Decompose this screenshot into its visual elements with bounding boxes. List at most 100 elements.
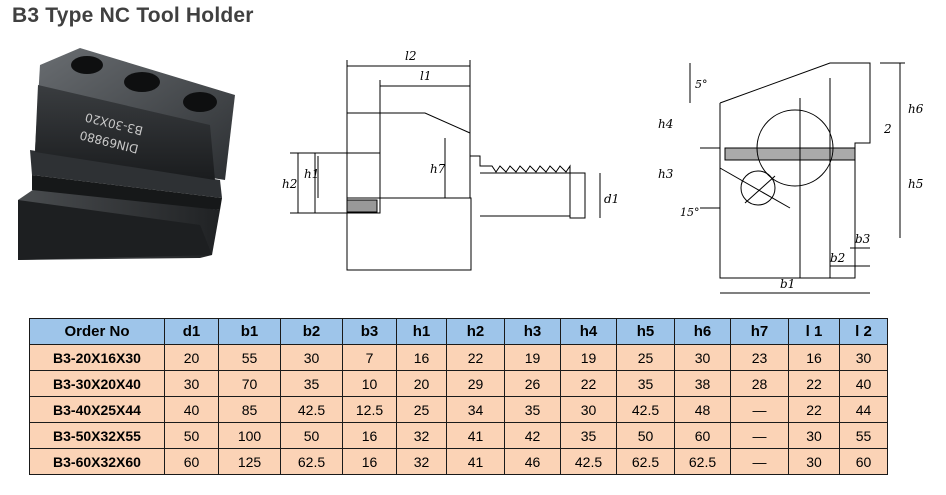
order-number-cell: B3-40X25X44 — [29, 396, 165, 423]
label-l2: l2 — [405, 49, 416, 63]
table-cell: 30 — [674, 344, 731, 371]
table-cell: 100 — [218, 422, 281, 449]
col-header: h6 — [674, 318, 731, 345]
table-cell: 40 — [164, 396, 219, 423]
label-angle-15: 15° — [680, 206, 700, 219]
table-cell: 25 — [396, 396, 447, 423]
col-header: d1 — [164, 318, 219, 345]
table-cell: 32 — [396, 422, 447, 449]
table-cell: 70 — [218, 370, 281, 397]
label-b3: b3 — [855, 232, 871, 246]
col-header: h1 — [396, 318, 447, 345]
table-cell: 46 — [504, 448, 561, 475]
table-cell: 30 — [280, 344, 343, 371]
table-cell: 50 — [280, 422, 343, 449]
tool-holder-photo: B3-30X20 DIN69880 — [18, 48, 235, 260]
label-angle-5: 5° — [695, 78, 708, 91]
label-h5: h5 — [908, 177, 923, 191]
table-cell: 19 — [504, 344, 561, 371]
table-cell: 42.5 — [616, 396, 675, 423]
label-h1: h1 — [304, 167, 319, 181]
page-title: B3 Type NC Tool Holder — [12, 4, 254, 27]
side-view-drawing: l2 l1 h2 h1 h7 d1 — [282, 49, 619, 271]
table-cell: 19 — [560, 344, 617, 371]
table-cell: 42.5 — [280, 396, 343, 423]
table-cell: 85 — [218, 396, 281, 423]
label-h7: h7 — [430, 162, 446, 176]
col-header: b1 — [218, 318, 281, 345]
table-cell: 20 — [164, 344, 219, 371]
table-cell: 30 — [839, 344, 888, 371]
label-l1: l1 — [420, 69, 431, 83]
table-cell: 35 — [560, 422, 617, 449]
table-cell: 28 — [730, 370, 789, 397]
table-cell: 30 — [164, 370, 219, 397]
order-number-cell: B3-60X32X60 — [29, 448, 165, 475]
table-cell: 16 — [342, 448, 397, 475]
table-cell: 42 — [504, 422, 561, 449]
table-cell: 25 — [616, 344, 675, 371]
col-header: b2 — [280, 318, 343, 345]
table-cell: 40 — [839, 370, 888, 397]
table-cell: 22 — [560, 370, 617, 397]
order-number-cell: B3-50X32X55 — [29, 422, 165, 449]
table-cell: 12.5 — [342, 396, 397, 423]
table-cell: 50 — [164, 422, 219, 449]
table-cell: 29 — [446, 370, 505, 397]
table-cell: 125 — [218, 448, 281, 475]
col-header: Order No — [29, 318, 165, 345]
table-cell: 48 — [674, 396, 731, 423]
table-cell: 20 — [396, 370, 447, 397]
label-b2: b2 — [830, 251, 845, 265]
table-cell: 16 — [788, 344, 840, 371]
table-cell: 42.5 — [560, 448, 617, 475]
table-cell: 34 — [446, 396, 505, 423]
table-cell: 7 — [342, 344, 397, 371]
table-cell: 55 — [218, 344, 281, 371]
col-header: h5 — [616, 318, 675, 345]
col-header: b3 — [342, 318, 397, 345]
table-cell: 35 — [280, 370, 343, 397]
table-cell: 22 — [446, 344, 505, 371]
table-cell: 60 — [839, 448, 888, 475]
label-h4: h4 — [658, 117, 673, 131]
table-cell: 26 — [504, 370, 561, 397]
label-b1: b1 — [780, 277, 795, 291]
col-header: h7 — [730, 318, 789, 345]
label-h2: h2 — [282, 177, 297, 191]
table-cell: 62.5 — [616, 448, 675, 475]
spec-table: Order No d1 b1 b2 b3 h1 h2 h3 h4 h5 h6 h… — [29, 318, 888, 475]
table-cell: 16 — [342, 422, 397, 449]
table-cell: 22 — [788, 370, 840, 397]
col-header: h3 — [504, 318, 561, 345]
table-cell: — — [730, 448, 789, 475]
table-cell: 62.5 — [280, 448, 343, 475]
order-number-cell: B3-20X16X30 — [29, 344, 165, 371]
table-cell: 22 — [788, 396, 840, 423]
table-cell: 38 — [674, 370, 731, 397]
table-cell: 50 — [616, 422, 675, 449]
table-cell: 44 — [839, 396, 888, 423]
table-cell: 32 — [396, 448, 447, 475]
table-header-row: Order No d1 b1 b2 b3 h1 h2 h3 h4 h5 h6 h… — [29, 318, 888, 345]
table-cell: — — [730, 422, 789, 449]
table-cell: 16 — [396, 344, 447, 371]
col-header: l 1 — [788, 318, 840, 345]
table-cell: 30 — [788, 448, 840, 475]
col-header: l 2 — [839, 318, 888, 345]
table-cell: 30 — [788, 422, 840, 449]
table-cell: 60 — [164, 448, 219, 475]
col-header: h2 — [446, 318, 505, 345]
table-cell: 35 — [616, 370, 675, 397]
table-cell: — — [730, 396, 789, 423]
table-cell: 35 — [504, 396, 561, 423]
front-view-drawing: h4 h6 h3 h5 b3 b2 b1 2 5° 15° — [658, 62, 924, 294]
table-cell: 23 — [730, 344, 789, 371]
table-cell: 62.5 — [674, 448, 731, 475]
table-cell: 41 — [446, 422, 505, 449]
